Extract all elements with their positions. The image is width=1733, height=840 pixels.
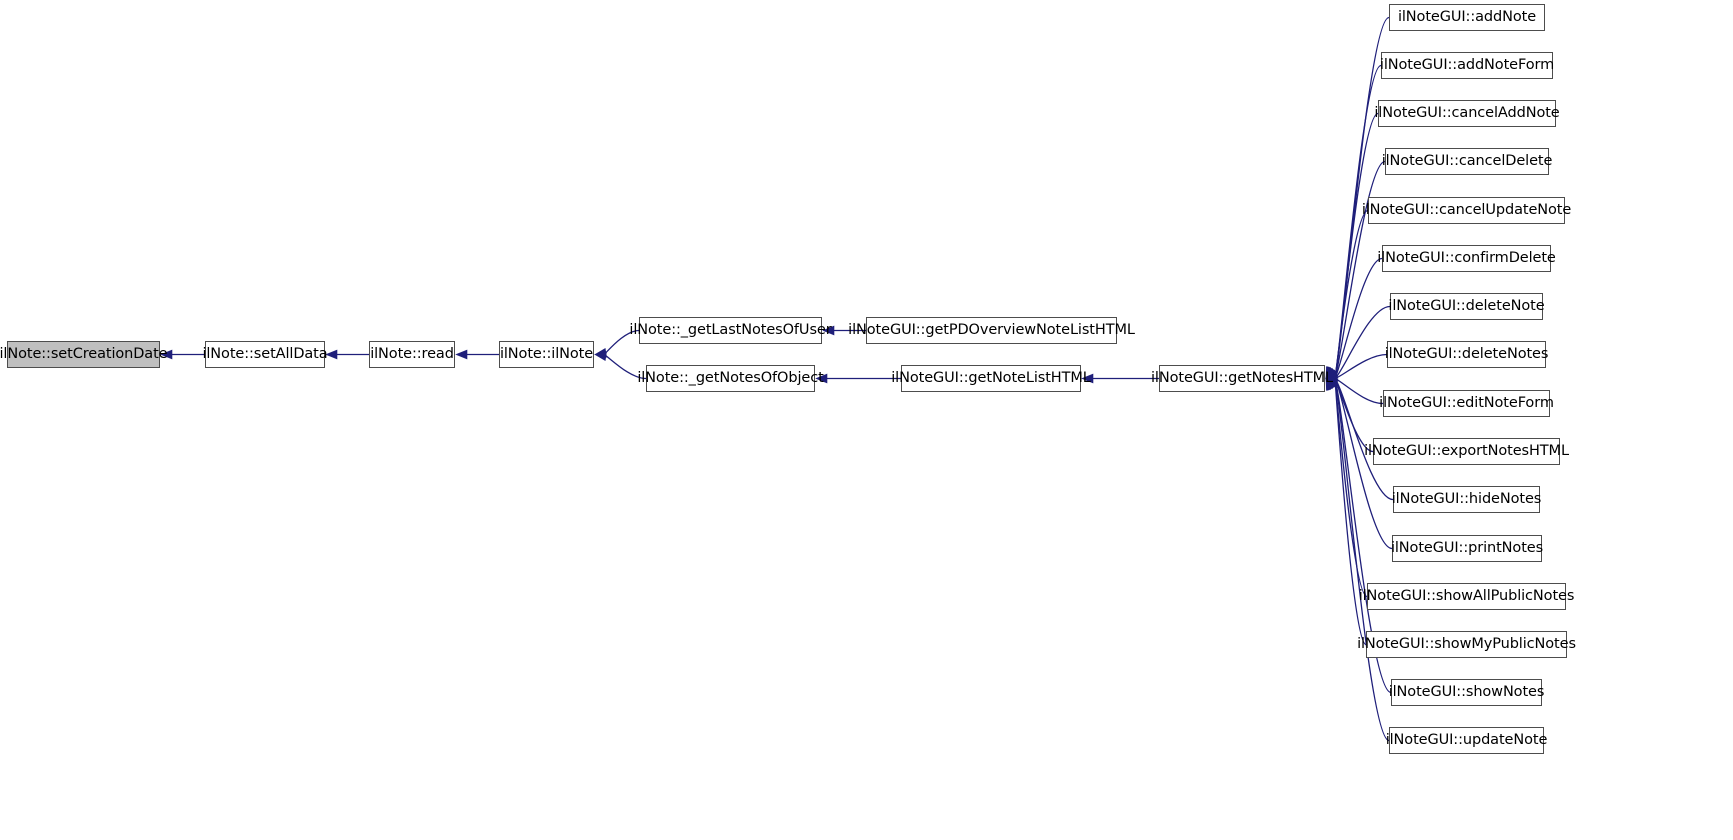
- graph-edge-showMyPublicNotes-to-getNotesHTML: [1325, 377, 1367, 646]
- graph-node-confirmDelete[interactable]: ilNoteGUI::confirmDelete: [1377, 245, 1556, 272]
- graph-node-label: ilNoteGUI::showAllPublicNotes: [1358, 588, 1575, 605]
- graph-node-ilNote[interactable]: ilNote::ilNote: [499, 341, 594, 368]
- graph-edge-exportNotesHTML-to-getNotesHTML: [1325, 378, 1374, 453]
- graph-node-label: ilNoteGUI::confirmDelete: [1377, 250, 1556, 267]
- graph-node-label: ilNote::setAllData: [202, 346, 328, 363]
- graph-edge-confirmDelete-to-getNotesHTML: [1325, 257, 1383, 379]
- graph-node-label: ilNoteGUI::getNoteListHTML: [891, 370, 1091, 387]
- graph-node-label: ilNoteGUI::cancelDelete: [1381, 153, 1553, 170]
- graph-node-label: ilNote::_getLastNotesOfUser: [629, 322, 832, 339]
- graph-edge-ilNote-to-read: [455, 349, 499, 360]
- graph-node-hideNotes[interactable]: ilNoteGUI::hideNotes: [1392, 486, 1541, 513]
- graph-node-setCreationDate[interactable]: ilNote::setCreationDate: [0, 341, 168, 368]
- graph-node-label: ilNoteGUI::editNoteForm: [1379, 395, 1554, 412]
- graph-edge-cancelUpdateNote-to-getNotesHTML: [1325, 209, 1369, 380]
- graph-edge-cancelAddNote-to-getNotesHTML: [1325, 112, 1379, 380]
- graph-node-getNotesHTML[interactable]: ilNoteGUI::getNotesHTML: [1151, 365, 1333, 392]
- graph-node-addNote[interactable]: ilNoteGUI::addNote: [1389, 4, 1545, 31]
- graph-node-label: ilNoteGUI::addNoteForm: [1379, 57, 1555, 74]
- graph-node-printNotes[interactable]: ilNoteGUI::printNotes: [1391, 535, 1543, 562]
- graph-node-deleteNote[interactable]: ilNoteGUI::deleteNote: [1388, 293, 1545, 320]
- graph-edge-read-to-setAllData: [325, 349, 369, 360]
- graph-node-label: ilNote::_getNotesOfObject: [637, 370, 824, 387]
- graph-node-cancelDelete[interactable]: ilNoteGUI::cancelDelete: [1382, 148, 1552, 175]
- graph-node-label: ilNoteGUI::exportNotesHTML: [1364, 443, 1569, 460]
- graph-node-exportNotesHTML[interactable]: ilNoteGUI::exportNotesHTML: [1364, 438, 1569, 465]
- graph-node-getNotesOfObject[interactable]: ilNote::_getNotesOfObject: [637, 365, 824, 392]
- graph-edge-deleteNote-to-getNotesHTML: [1325, 305, 1391, 379]
- graph-node-label: ilNoteGUI::showMyPublicNotes: [1357, 636, 1576, 653]
- graph-node-cancelAddNote[interactable]: ilNoteGUI::cancelAddNote: [1374, 100, 1560, 127]
- graph-node-label: ilNoteGUI::printNotes: [1390, 540, 1544, 557]
- graph-node-showMyPublicNotes[interactable]: ilNoteGUI::showMyPublicNotes: [1357, 631, 1576, 658]
- graph-node-getPDOverviewNoteListHTML[interactable]: ilNoteGUI::getPDOverviewNoteListHTML: [848, 317, 1135, 344]
- graph-node-deleteNotes[interactable]: ilNoteGUI::deleteNotes: [1385, 341, 1548, 368]
- graph-node-showAllPublicNotes[interactable]: ilNoteGUI::showAllPublicNotes: [1359, 583, 1574, 610]
- graph-node-editNoteForm[interactable]: ilNoteGUI::editNoteForm: [1379, 390, 1554, 417]
- graph-node-label: ilNoteGUI::showNotes: [1388, 684, 1545, 701]
- graph-node-label: ilNote::ilNote: [499, 346, 594, 363]
- graph-node-read[interactable]: ilNote::read: [369, 341, 455, 368]
- graph-node-label: ilNoteGUI::getPDOverviewNoteListHTML: [848, 322, 1135, 339]
- graph-node-label: ilNoteGUI::deleteNotes: [1384, 346, 1549, 363]
- graph-node-label: ilNote::read: [370, 346, 454, 363]
- graph-node-getNoteListHTML[interactable]: ilNoteGUI::getNoteListHTML: [891, 365, 1091, 392]
- graph-node-label: ilNote::setCreationDate: [0, 346, 168, 363]
- graph-node-updateNote[interactable]: ilNoteGUI::updateNote: [1386, 727, 1547, 754]
- graph-edge-showAllPublicNotes-to-getNotesHTML: [1325, 377, 1368, 598]
- graph-node-cancelUpdateNote[interactable]: ilNoteGUI::cancelUpdateNote: [1362, 197, 1571, 224]
- graph-node-label: ilNoteGUI::cancelUpdateNote: [1361, 202, 1572, 219]
- graph-node-getLastNotesOfUser[interactable]: ilNote::_getLastNotesOfUser: [629, 317, 832, 344]
- graph-edge-cancelDelete-to-getNotesHTML: [1325, 160, 1386, 380]
- graph-node-label: ilNoteGUI::deleteNote: [1388, 298, 1545, 315]
- graph-node-addNoteForm[interactable]: ilNoteGUI::addNoteForm: [1380, 52, 1554, 79]
- graph-node-showNotes[interactable]: ilNoteGUI::showNotes: [1389, 679, 1544, 706]
- graph-node-label: ilNoteGUI::updateNote: [1385, 732, 1548, 749]
- graph-edge-updateNote-to-getNotesHTML: [1325, 377, 1390, 742]
- graph-node-label: ilNoteGUI::getNotesHTML: [1150, 370, 1334, 387]
- graph-node-label: ilNoteGUI::addNote: [1397, 9, 1537, 26]
- graph-node-setAllData[interactable]: ilNote::setAllData: [202, 341, 328, 368]
- graph-node-label: ilNoteGUI::hideNotes: [1391, 491, 1542, 508]
- graph-node-label: ilNoteGUI::cancelAddNote: [1374, 105, 1560, 122]
